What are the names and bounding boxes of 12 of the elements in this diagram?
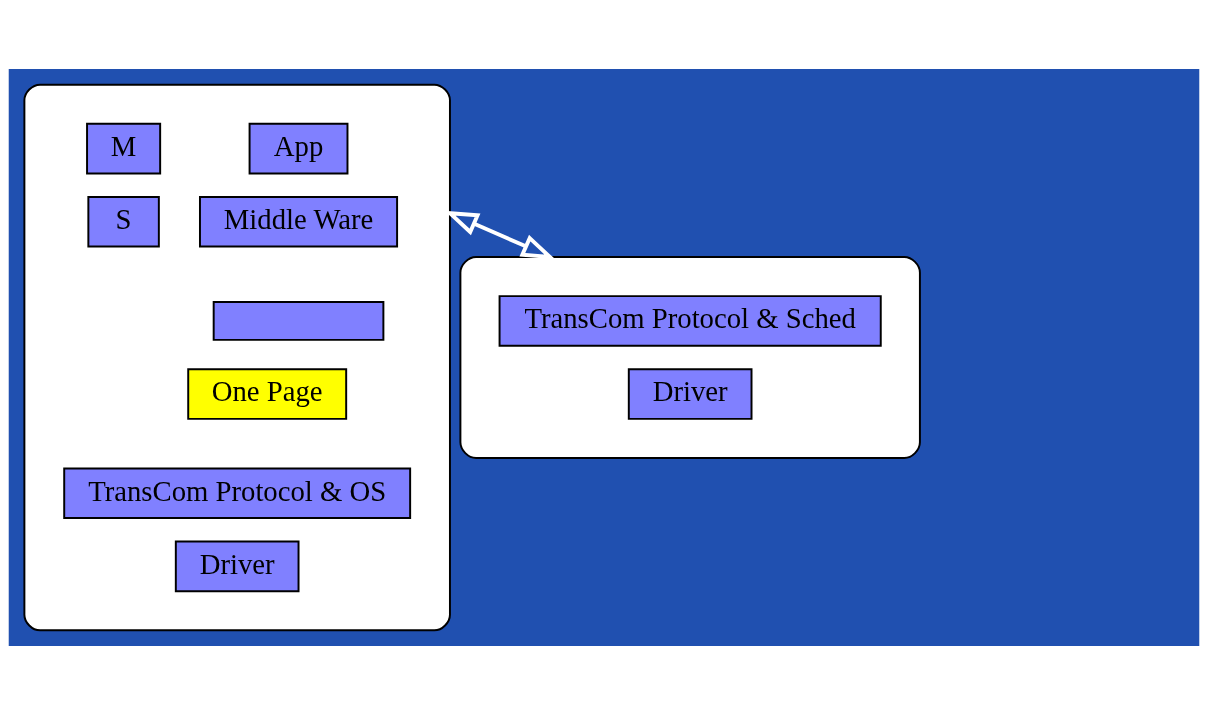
cluster [459,255,921,459]
node-box: TransCom Protocol & OS [63,466,412,519]
node-box: Driver [174,540,300,592]
node-box: TransCom Protocol & Sched [498,294,882,347]
node-box: M [86,122,162,174]
node-box: App [248,122,349,174]
node-box: One Page [187,367,348,420]
node-box: Driver [627,367,753,420]
cluster [23,83,451,631]
node-box: S [87,195,160,247]
node-box [212,300,385,341]
node-box: Middle Ware [199,195,399,247]
